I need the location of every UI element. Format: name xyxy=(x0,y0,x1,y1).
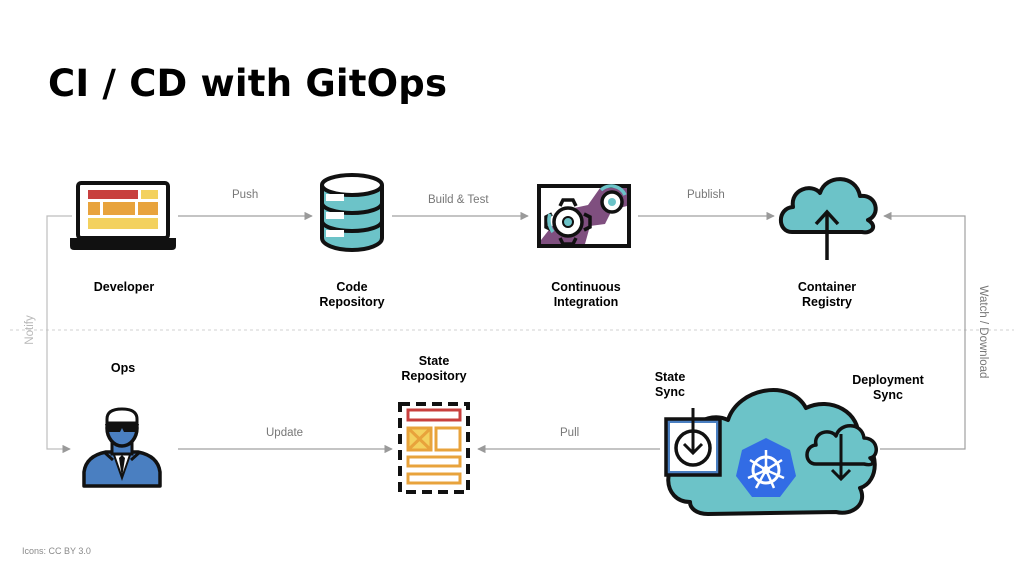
gears-icon xyxy=(537,184,631,248)
layout-template-icon xyxy=(398,402,470,494)
laptop-icon xyxy=(70,181,176,250)
page-title: CI / CD with GitOps xyxy=(48,62,448,105)
edge-label-notify: Notify xyxy=(24,315,36,345)
node-code-repository-label: Code Repository xyxy=(319,280,385,309)
edge-label-publish: Publish xyxy=(687,189,725,201)
node-developer-label: Developer xyxy=(93,280,155,294)
edge-label-pull: Pull xyxy=(560,427,580,439)
edge-label-push: Push xyxy=(232,189,259,201)
operator-person-icon xyxy=(82,407,162,488)
download-box-icon xyxy=(664,408,722,477)
node-state-repository-label: State Repository xyxy=(401,354,467,383)
edge-label-watch-download: Watch / Download xyxy=(977,285,989,379)
node-continuous-integration-label: Continuous Integration xyxy=(551,280,621,309)
icon-credit: Icons: CC BY 3.0 xyxy=(22,546,91,556)
node-container-registry-label: Container Registry xyxy=(797,280,857,309)
cloud-upload-icon xyxy=(778,177,878,260)
kubernetes-helm-icon xyxy=(736,438,796,497)
edge-notify xyxy=(46,215,72,454)
node-ops-label: Ops xyxy=(110,361,136,375)
cloud-download-icon xyxy=(805,424,878,482)
edge-label-update: Update xyxy=(266,427,304,439)
node-state-sync-label: State Sync xyxy=(654,370,686,399)
edge-label-build-test: Build & Test xyxy=(428,194,489,206)
edge-watch-download xyxy=(880,211,966,450)
database-icon xyxy=(320,173,384,252)
node-deployment-sync-label: Deployment Sync xyxy=(852,373,924,402)
